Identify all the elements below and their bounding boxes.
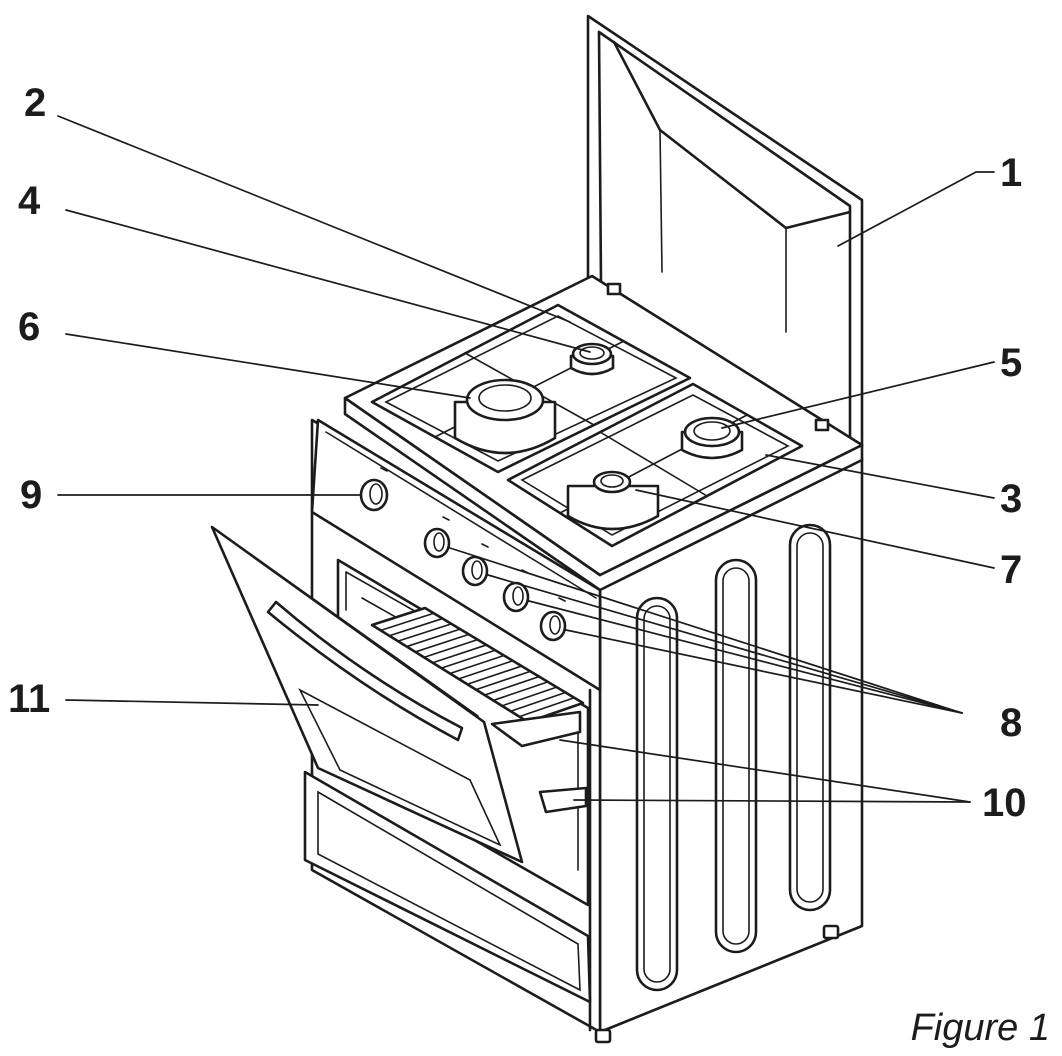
- lid-recess-panel: [612, 40, 852, 230]
- grill-pan: [490, 710, 582, 748]
- baking-tray: [538, 786, 588, 814]
- oven-rack-bar: [475, 670, 532, 691]
- oven-back-wall: [345, 571, 421, 615]
- burner-knob-2-grip: [471, 560, 483, 580]
- callout-8: 8: [1000, 701, 1022, 745]
- leader-11: [65, 699, 319, 706]
- knob-symbol-marks: [380, 467, 566, 602]
- oven-rack-bar: [414, 633, 470, 653]
- lid-hinge-right: [814, 418, 830, 432]
- callout-7: 7: [1000, 548, 1022, 592]
- oven-rack-bar: [379, 612, 435, 632]
- oven-door-panel: [210, 525, 524, 864]
- oven-rack-bar: [509, 691, 567, 713]
- oven-rack-bar: [457, 659, 514, 680]
- leader-7: [635, 489, 995, 569]
- leader-10a: [559, 739, 971, 803]
- burner-rear-small-cap-inner: [579, 346, 605, 360]
- side-emboss-2-inner: [722, 567, 750, 945]
- side-emboss-2: [714, 558, 758, 954]
- callout-2: 2: [24, 81, 46, 125]
- leader-8a: [449, 547, 963, 714]
- burner-front-small-cap-inner: [600, 474, 624, 488]
- lid: [586, 14, 864, 448]
- oven-rack-bar: [388, 617, 444, 637]
- oven-knob-grip: [369, 483, 383, 505]
- burner-knob-4-grip: [549, 615, 561, 635]
- foot-front: [594, 1028, 612, 1044]
- figure-caption: Figure 1: [911, 1007, 1050, 1049]
- leader-5: [721, 361, 995, 429]
- lid-inner-left-edge: [597, 30, 603, 286]
- leader-4: [65, 209, 591, 353]
- burner-large-cap-inner: [478, 384, 532, 412]
- oven-rack-bar: [466, 665, 523, 686]
- callout-labels: 1 2 3 4 5 6 7 8 9 10 11: [8, 81, 1027, 825]
- leader-10b: [573, 799, 971, 803]
- lid-hinge-left: [606, 282, 622, 296]
- leader-1: [837, 171, 995, 247]
- callout-5: 5: [1000, 341, 1022, 385]
- burner-knob-3-grip: [512, 586, 524, 606]
- oven-door-window: [298, 688, 502, 847]
- callout-9: 9: [20, 473, 42, 517]
- leader-lines: [57, 115, 995, 803]
- burner-knob-1-grip: [433, 532, 445, 552]
- oven-rack-bar: [397, 623, 453, 642]
- lid-recess-left-fold: [659, 129, 663, 273]
- side-emboss-3: [788, 523, 832, 912]
- oven-door: [210, 525, 524, 864]
- oven-rack-bar: [483, 675, 540, 696]
- oven-door-handle: [266, 600, 464, 742]
- callout-3: 3: [1000, 477, 1022, 521]
- foot-rear: [822, 924, 840, 940]
- callout-11: 11: [8, 677, 50, 721]
- lid-inner-frame: [597, 30, 852, 442]
- callout-1: 1: [1000, 151, 1022, 195]
- cooktop: [343, 274, 864, 592]
- oven-rack-bar: [405, 628, 461, 648]
- callout-6: 6: [18, 305, 40, 349]
- oven-rack: [379, 612, 576, 718]
- leader-6: [65, 333, 471, 399]
- side-emboss-3-inner: [796, 532, 824, 903]
- callout-4: 4: [18, 179, 41, 223]
- drawer-front: [303, 770, 592, 1004]
- oven-rack-bar: [492, 681, 549, 702]
- side-emboss-1: [635, 596, 679, 992]
- oven-rack-bar: [449, 654, 505, 675]
- leader-8b: [487, 574, 963, 714]
- burner-rear-right-cap-inner: [693, 421, 731, 441]
- callout-10: 10: [982, 781, 1027, 825]
- leader-2: [57, 115, 571, 323]
- side-emboss-1-inner: [643, 605, 671, 983]
- oven-rack-bar: [518, 696, 576, 718]
- leader-8c: [528, 600, 963, 714]
- oven-rack-bar: [431, 644, 488, 664]
- leader-8d: [565, 629, 963, 714]
- oven-rack-bar: [423, 638, 479, 659]
- oven-door-edge: [221, 533, 479, 717]
- control-panel-bevel: [325, 431, 597, 599]
- leader-3: [765, 454, 995, 499]
- burner-front-small-bowl: [566, 484, 660, 531]
- oven-rack-bar: [501, 686, 558, 707]
- storage-drawer: [303, 770, 592, 1004]
- control-panel: [310, 418, 602, 692]
- oven-rack-bar: [440, 649, 497, 669]
- drawer-bevel: [317, 790, 581, 992]
- side-panel: [598, 456, 864, 1034]
